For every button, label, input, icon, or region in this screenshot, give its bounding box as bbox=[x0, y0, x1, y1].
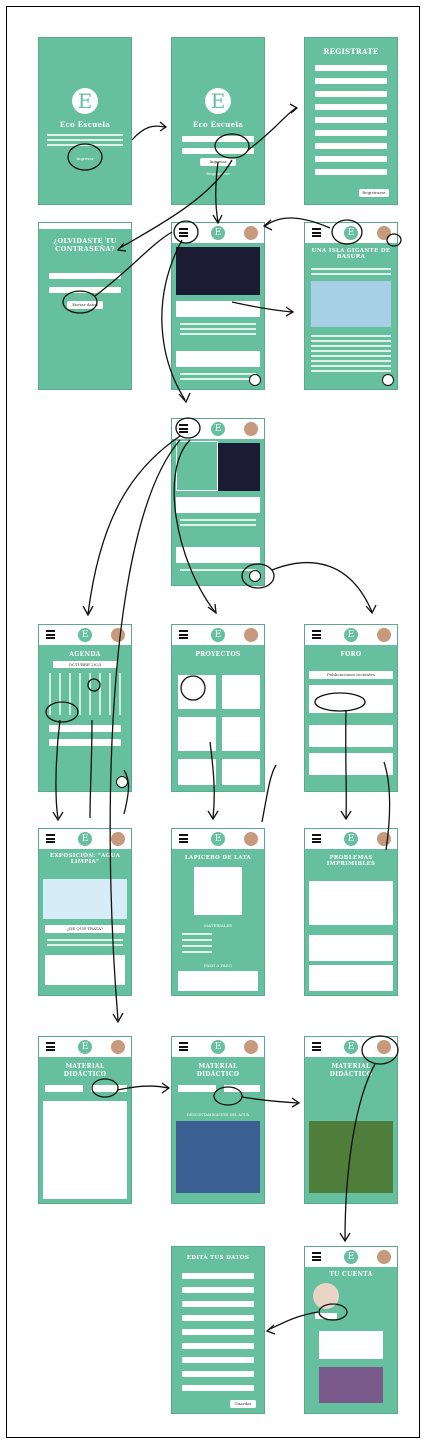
materials-heading: MATERIALES bbox=[203, 923, 233, 928]
send-button-label: Enviar datos bbox=[72, 302, 98, 307]
screen-material-1: E MATERIAL DIDÁCTICO bbox=[38, 1036, 132, 1204]
screen-login: E Eco Escuela Ingresar Registrarse bbox=[171, 37, 265, 205]
material-title-1: MATERIAL bbox=[331, 1063, 371, 1070]
foro-title: FORO bbox=[340, 651, 362, 658]
material-title-2: DIDÁCTICO bbox=[329, 1071, 373, 1078]
screen-register: REGISTRATE Registrarse bbox=[304, 37, 398, 205]
steps-heading: PASO A PASO bbox=[204, 963, 232, 968]
logo-icon: E bbox=[211, 226, 225, 240]
screen-foro: E FORO Publicaciones recientes bbox=[304, 624, 398, 792]
account-title: TU CUENTA bbox=[329, 1271, 373, 1278]
foro-tab[interactable]: Publicaciones recientes bbox=[327, 672, 375, 677]
screen-home: E bbox=[171, 222, 265, 390]
app-title: Eco Escuela bbox=[192, 120, 244, 129]
register-title: REGISTRATE bbox=[323, 47, 379, 56]
tab-button[interactable] bbox=[91, 1085, 127, 1092]
screen-problemas: E PROBLEMAS IMPRIMIBLES bbox=[304, 828, 398, 996]
proyectos-title: PROYECTOS bbox=[195, 651, 241, 658]
news-title: UNA ISLA GIGANTE DE BASURA bbox=[311, 248, 391, 260]
edit-profile-button[interactable] bbox=[315, 1313, 337, 1319]
menu-icon[interactable] bbox=[179, 228, 188, 237]
screen-edit-data: EDITÁ TUS DATOS Guardar bbox=[171, 1246, 265, 1414]
register-link[interactable]: Registrarse bbox=[206, 171, 230, 176]
banner-image bbox=[176, 247, 260, 295]
screen-material-2: E MATERIAL DIDÁCTICO DESCONTAMINACIÓN DE… bbox=[171, 1036, 265, 1204]
calendar-grid[interactable] bbox=[49, 673, 121, 715]
avatar[interactable] bbox=[244, 226, 258, 240]
material-title-2: DIDÁCTICO bbox=[63, 1071, 107, 1078]
lapicero-title: LAPICERO DE LATA bbox=[184, 855, 252, 861]
password-field[interactable] bbox=[182, 148, 254, 154]
forgot-title-2: CONTRASEÑA? bbox=[55, 245, 115, 253]
section-heading: ¿DE QUÉ TRATA? bbox=[66, 926, 104, 931]
screen-agenda: E AGENDA OCTUBRE 2023 bbox=[38, 624, 132, 792]
screen-account: E TU CUENTA bbox=[304, 1246, 398, 1414]
splash-link[interactable]: Ingresar bbox=[76, 156, 94, 161]
screen-splash: E Eco Escuela Ingresar bbox=[38, 37, 132, 205]
exposicion-image bbox=[43, 879, 127, 919]
register-button-label: Registrarse bbox=[362, 190, 386, 195]
login-button-label: Ingresar bbox=[209, 159, 227, 164]
screen-proyectos: E PROYECTOS bbox=[171, 624, 265, 792]
video-title: DESCONTAMINACIÓN DEL AGUA bbox=[186, 1113, 250, 1117]
logo-icon: E bbox=[72, 88, 98, 114]
send-button[interactable] bbox=[67, 301, 103, 309]
app-title: Eco Escuela bbox=[59, 120, 111, 129]
screen-forgot-password: ¿OLVIDASTE TU CONTRASEÑA? Enviar datos bbox=[38, 222, 132, 390]
screen-news: E UNA ISLA GIGANTE DE BASURA bbox=[304, 222, 398, 390]
exposicion-title: EXPOSICIÓN: "AGUA LIMPIA" bbox=[49, 853, 121, 865]
video-player[interactable] bbox=[309, 1121, 393, 1193]
register-button[interactable] bbox=[359, 189, 389, 197]
video-player[interactable] bbox=[176, 1121, 260, 1193]
save-button-label: Guardar bbox=[234, 1401, 252, 1406]
screen-lapicero: E LAPICERO DE LATA MATERIALES PASO A PAS… bbox=[171, 828, 265, 996]
logo-icon: E bbox=[205, 88, 231, 114]
agenda-month: OCTUBRE 2023 bbox=[68, 662, 102, 667]
save-button[interactable] bbox=[230, 1400, 256, 1408]
problemas-title: PROBLEMAS IMPRIMIBLES bbox=[326, 855, 376, 867]
edit-title: EDITÁ TUS DATOS bbox=[186, 1255, 250, 1261]
agenda-title: AGENDA bbox=[69, 651, 101, 658]
material-title-1: MATERIAL bbox=[198, 1063, 238, 1070]
sitemap-frame bbox=[6, 6, 420, 1438]
forgot-title-1: ¿OLVIDASTE TU bbox=[53, 237, 117, 245]
screen-exposicion: E EXPOSICIÓN: "AGUA LIMPIA" ¿DE QUÉ TRAT… bbox=[38, 828, 132, 996]
news-image bbox=[311, 281, 391, 327]
material-title-1: MATERIAL bbox=[65, 1063, 105, 1070]
material-title-2: DIDÁCTICO bbox=[196, 1071, 240, 1078]
